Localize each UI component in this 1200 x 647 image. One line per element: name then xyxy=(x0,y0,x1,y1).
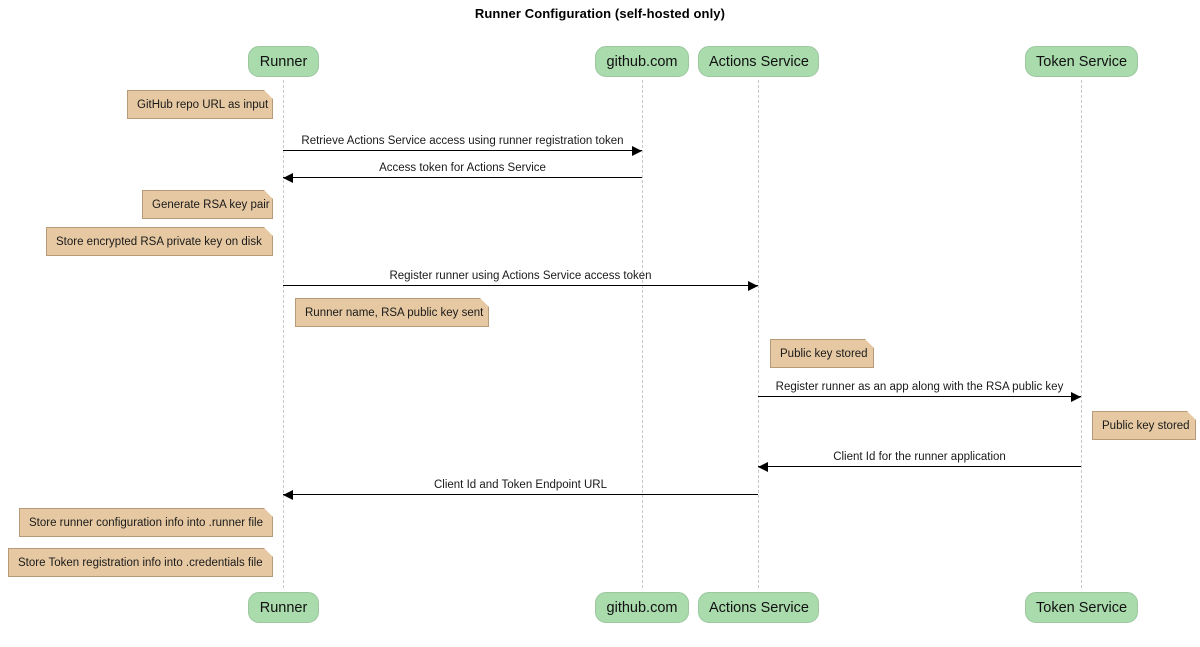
participant-label: Actions Service xyxy=(709,600,809,616)
message-label-msg-5: Client Id for the runner application xyxy=(833,451,1006,463)
note-fold-edge-icon xyxy=(264,90,273,99)
participant-header-runner[interactable]: Runner xyxy=(248,46,319,77)
participant-label: Token Service xyxy=(1036,54,1128,70)
arrowhead-right-icon xyxy=(632,146,642,156)
message-label-msg-1: Retrieve Actions Service access using ru… xyxy=(301,135,624,147)
participant-header-token[interactable]: Token Service xyxy=(1025,46,1138,77)
participant-label: Runner xyxy=(259,54,308,70)
arrowhead-right-icon xyxy=(748,281,758,291)
message-line-msg-6 xyxy=(283,494,758,495)
note-note-7: Store runner configuration info into .ru… xyxy=(19,508,273,537)
arrowhead-right-icon xyxy=(1071,392,1081,402)
note-note-5: Public key stored xyxy=(770,339,874,368)
participant-footer-github[interactable]: github.com xyxy=(595,592,689,623)
message-line-msg-2 xyxy=(283,177,642,178)
note-text: GitHub repo URL as input xyxy=(137,99,269,111)
note-text: Store Token registration info into .cred… xyxy=(18,557,263,569)
participant-footer-actions[interactable]: Actions Service xyxy=(698,592,819,623)
message-label-msg-4: Register runner as an app along with the… xyxy=(775,381,1064,393)
note-note-8: Store Token registration info into .cred… xyxy=(8,548,273,577)
participant-label: Runner xyxy=(259,600,308,616)
message-line-msg-3 xyxy=(283,285,758,286)
note-note-4: Runner name, RSA public key sent xyxy=(295,298,489,327)
message-label-msg-3: Register runner using Actions Service ac… xyxy=(389,270,652,282)
lifeline-github xyxy=(642,80,643,588)
message-label-msg-2: Access token for Actions Service xyxy=(379,162,546,174)
lifeline-runner xyxy=(283,80,284,588)
page-title: Runner Configuration (self-hosted only) xyxy=(474,6,726,21)
note-text: Generate RSA key pair xyxy=(152,199,270,211)
participant-header-github[interactable]: github.com xyxy=(595,46,689,77)
note-text: Public key stored xyxy=(780,348,868,360)
message-line-msg-5 xyxy=(758,466,1081,467)
message-label-msg-6: Client Id and Token Endpoint URL xyxy=(433,479,608,491)
participant-footer-token[interactable]: Token Service xyxy=(1025,592,1138,623)
participant-label: Token Service xyxy=(1036,600,1128,616)
note-fold-edge-icon xyxy=(264,548,273,557)
note-text: Store encrypted RSA private key on disk xyxy=(56,236,262,248)
arrowhead-left-icon xyxy=(283,173,293,183)
participant-label: github.com xyxy=(606,600,678,616)
note-note-6: Public key stored xyxy=(1092,411,1196,440)
note-note-1: GitHub repo URL as input xyxy=(127,90,273,119)
note-fold-edge-icon xyxy=(1187,411,1196,420)
lifeline-token xyxy=(1081,80,1082,588)
note-note-2: Generate RSA key pair xyxy=(142,190,273,219)
note-fold-edge-icon xyxy=(865,339,874,348)
participant-label: github.com xyxy=(606,54,678,70)
note-fold-edge-icon xyxy=(480,298,489,307)
participant-header-actions[interactable]: Actions Service xyxy=(698,46,819,77)
arrowhead-left-icon xyxy=(758,462,768,472)
note-text: Store runner configuration info into .ru… xyxy=(29,517,263,529)
note-fold-edge-icon xyxy=(264,227,273,236)
note-text: Runner name, RSA public key sent xyxy=(305,307,484,319)
message-line-msg-4 xyxy=(758,396,1081,397)
note-text: Public key stored xyxy=(1102,420,1190,432)
arrowhead-left-icon xyxy=(283,490,293,500)
participant-label: Actions Service xyxy=(709,54,809,70)
message-line-msg-1 xyxy=(283,150,642,151)
participant-footer-runner[interactable]: Runner xyxy=(248,592,319,623)
lifeline-actions xyxy=(758,80,759,588)
note-fold-edge-icon xyxy=(264,508,273,517)
note-note-3: Store encrypted RSA private key on disk xyxy=(46,227,273,256)
note-fold-edge-icon xyxy=(264,190,273,199)
